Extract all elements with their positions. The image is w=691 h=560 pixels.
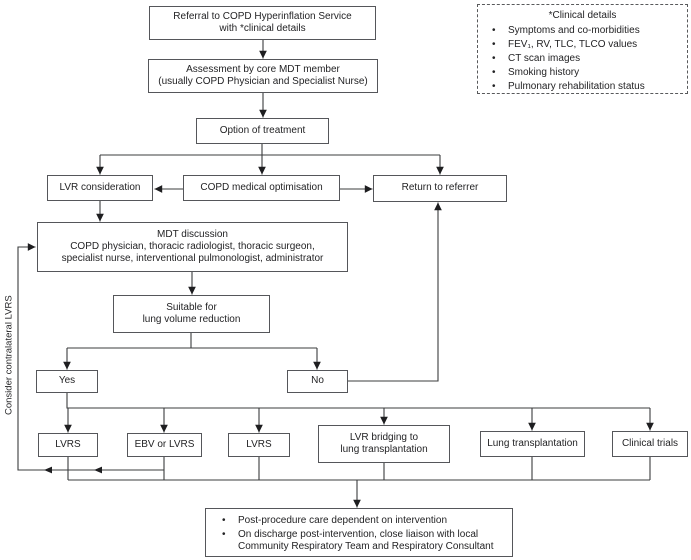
node-option-of-treatment: Option of treatment [196,118,329,144]
list-item: • FEV₁, RV, TLC, TLCO values [486,39,679,51]
node-lvr-bridging: LVR bridging to lung transplantation [318,425,450,463]
node-referral: Referral to COPD Hyperinflation Service … [149,6,376,40]
clinical-detail-text: Smoking history [508,67,580,78]
bullet-icon: • [222,529,226,540]
list-item: • On discharge post-intervention, close … [216,529,506,553]
list-item: • Post-procedure care dependent on inter… [216,515,506,527]
node-lung-transplantation-label: Lung transplantation [487,437,578,449]
node-clinical-trials: Clinical trials [612,431,688,457]
node-lvrs-1: LVRS [38,433,98,457]
clinical-details-title: *Clinical details [548,10,617,21]
node-ebv-or-lvrs: EBV or LVRS [127,433,202,457]
node-return-to-referrer: Return to referrer [373,175,507,202]
node-lvr-consideration: LVR consideration [47,175,153,201]
post-care-text: Post-procedure care dependent on interve… [238,515,448,526]
bullet-icon: • [492,67,496,78]
clinical-details-panel: *Clinical details • Symptoms and co-morb… [477,4,688,94]
clinical-detail-text: Symptoms and co-morbidities [508,25,640,36]
node-ebv-or-lvrs-label: EBV or LVRS [134,438,195,450]
node-suitable-for-lvr: Suitable for lung volume reduction [113,295,270,333]
node-assessment-label: Assessment by core MDT member (usually C… [158,63,368,87]
node-yes-label: Yes [58,375,76,387]
node-mdt-discussion-label: MDT discussion COPD physician, thoracic … [61,228,324,265]
node-yes: Yes [36,370,98,393]
node-return-to-referrer-label: Return to referrer [401,182,479,194]
node-mdt-discussion: MDT discussion COPD physician, thoracic … [37,222,348,272]
clinical-details-list: • Symptoms and co-morbidities • FEV₁, RV… [486,25,679,93]
node-lvr-bridging-label: LVR bridging to lung transplantation [340,431,428,455]
node-copd-medical-optimisation-label: COPD medical optimisation [200,181,323,193]
bullet-icon: • [492,53,496,64]
node-post-procedure-care: • Post-procedure care dependent on inter… [205,508,513,557]
bullet-icon: • [222,515,226,526]
node-no-label: No [311,375,324,387]
post-care-list: • Post-procedure care dependent on inter… [216,515,506,553]
node-lvr-consideration-label: LVR consideration [59,181,141,193]
list-item: • CT scan images [486,53,679,65]
node-suitable-for-lvr-label: Suitable for lung volume reduction [142,301,241,325]
node-assessment: Assessment by core MDT member (usually C… [148,59,378,93]
node-lung-transplantation: Lung transplantation [480,431,585,457]
clinical-detail-text: CT scan images [508,53,581,64]
list-item: • Symptoms and co-morbidities [486,25,679,37]
node-no: No [287,370,348,393]
clinical-detail-text: Pulmonary rehabilitation status [508,81,645,92]
node-clinical-trials-label: Clinical trials [621,437,679,449]
node-lvrs-2: LVRS [228,433,290,457]
node-lvrs-2-label: LVRS [246,438,272,450]
node-option-of-treatment-label: Option of treatment [219,124,306,136]
list-item: • Pulmonary rehabilitation status [486,81,679,93]
node-lvrs-1-label: LVRS [55,438,81,450]
node-copd-medical-optimisation: COPD medical optimisation [183,175,340,201]
list-item: • Smoking history [486,67,679,79]
consider-contralateral-lvrs-label: Consider contralateral LVRS [3,295,15,415]
node-referral-label: Referral to COPD Hyperinflation Service … [173,10,352,34]
post-care-text: On discharge post-intervention, close li… [238,529,494,552]
bullet-icon: • [492,81,496,92]
bullet-icon: • [492,39,496,50]
clinical-detail-text: FEV₁, RV, TLC, TLCO values [508,39,638,50]
bullet-icon: • [492,25,496,36]
